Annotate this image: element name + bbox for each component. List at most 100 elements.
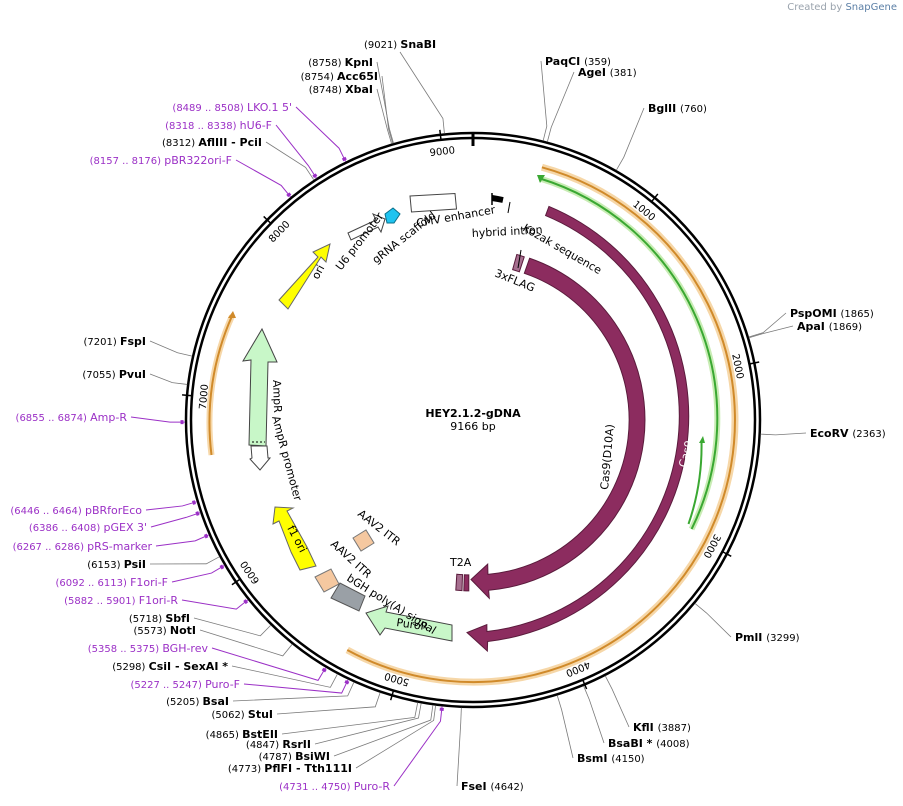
site-label-kpni[interactable]: (8758) KpnI — [308, 56, 373, 69]
site-label-bglii[interactable]: BglII (760) — [648, 102, 707, 115]
site-label-snabi[interactable]: (9021) SnaBI — [364, 38, 436, 51]
ampr-feature[interactable] — [242, 327, 278, 447]
primer-position: (6267 .. 6286) — [13, 542, 88, 553]
primer-name: BGH-rev — [162, 642, 208, 655]
cas9-d10a-feature[interactable] — [470, 257, 646, 600]
aav2-itr-feature-lower[interactable] — [314, 568, 340, 593]
tick-mark — [650, 193, 659, 203]
primer-label-pgex-3[interactable]: (6386 .. 6408) pGEX 3' — [29, 521, 147, 534]
primer-label-bgh-rev[interactable]: (5358 .. 5375) BGH-rev — [88, 642, 209, 655]
site-label-apai[interactable]: ApaI (1869) — [797, 320, 862, 333]
primer-leader-line — [295, 106, 347, 162]
primer-leader-line — [155, 534, 210, 547]
site-label-pspomi[interactable]: PspOMI (1865) — [790, 307, 874, 320]
site-leader-line — [748, 312, 787, 338]
site-name: BsaBI * — [608, 737, 656, 750]
site-label-pflfi-tth111i[interactable]: (4773) PflFI - Tth111I — [228, 762, 352, 775]
primer-position: (6446 .. 6464) — [10, 506, 85, 517]
tick-mark — [182, 394, 193, 397]
site-position: (3887) — [658, 723, 691, 734]
site-label-pmli[interactable]: PmlI (3299) — [735, 631, 800, 644]
primer-leader-line — [145, 501, 197, 511]
bgh-polya-feature[interactable] — [330, 582, 366, 612]
site-label-fspi[interactable]: (7201) FspI — [84, 335, 146, 348]
site-name: AgeI — [578, 66, 610, 79]
tick-label: 9000 — [429, 145, 456, 159]
site-label-bsmi[interactable]: BsmI (4150) — [577, 752, 645, 765]
site-label-fsei[interactable]: FseI (4642) — [461, 780, 524, 793]
orf-ampr-line — [208, 315, 233, 456]
label-ori: ori — [309, 263, 327, 282]
primer-label-puro-r[interactable]: (4731 .. 4750) Puro-R — [279, 780, 390, 793]
f1-ori-feature[interactable] — [272, 506, 317, 571]
site-position: (4865) — [206, 730, 242, 741]
3xflag-mark — [517, 249, 522, 269]
site-label-rsrii[interactable]: (4847) RsrII — [246, 738, 311, 751]
tick-mark — [749, 361, 760, 365]
primer-position: (5882 .. 5901) — [64, 596, 139, 607]
site-name: PvuI — [119, 368, 146, 381]
primer-label-f1ori-r[interactable]: (5882 .. 5901) F1ori-R — [64, 594, 178, 607]
primer-mark — [203, 533, 209, 539]
site-label-pvui[interactable]: (7055) PvuI — [82, 368, 146, 381]
primer-mark — [243, 599, 249, 605]
site-name: PspOMI — [790, 307, 841, 320]
primer-leader-line — [243, 679, 349, 694]
site-label-stui[interactable]: (5062) StuI — [211, 708, 273, 721]
u6-promoter-feature[interactable] — [347, 213, 386, 241]
primer-leader-line — [275, 124, 317, 179]
site-position: (4642) — [490, 782, 523, 793]
site-name: KpnI — [345, 56, 373, 69]
primer-label-hu6-f[interactable]: (8318 .. 8338) hU6-F — [165, 119, 272, 132]
site-label-agei[interactable]: AgeI (381) — [578, 66, 637, 79]
site-label-psii[interactable]: (6153) PsiI — [87, 558, 146, 571]
site-position: (3299) — [766, 633, 799, 644]
site-label-bsai[interactable]: (5205) BsaI — [166, 695, 229, 708]
site-label-ecorv[interactable]: EcoRV (2363) — [810, 427, 886, 440]
site-leader-line — [314, 703, 422, 745]
orf-green-inner-arrowhead — [699, 436, 705, 443]
orf-ampr-arrowhead — [228, 311, 236, 318]
primer-label-puro-f[interactable]: (5227 .. 5247) Puro-F — [130, 678, 240, 691]
grna-scaffold-feature[interactable] — [384, 207, 401, 224]
site-position: (4008) — [656, 739, 689, 750]
primer-position: (4731 .. 4750) — [279, 782, 354, 793]
primer-label-prs-marker[interactable]: (6267 .. 6286) pRS-marker — [13, 540, 153, 553]
site-label-bsteii[interactable]: (4865) BstEII — [206, 728, 278, 741]
site-label-acc65i[interactable]: (8754) Acc65I — [301, 70, 378, 83]
site-label-kfli[interactable]: KflI (3887) — [633, 721, 691, 734]
site-label-bsiwi[interactable]: (4787) BsiWI — [259, 750, 330, 763]
primer-label-amp-r[interactable]: (6855 .. 6874) Amp-R — [16, 411, 128, 424]
primer-name: pRS-marker — [87, 540, 152, 553]
primer-label-pbr322ori-f[interactable]: (8157 .. 8176) pBR322ori-F — [90, 154, 232, 167]
site-label-csii-sexai[interactable]: (5298) CsiI - SexAI * — [112, 660, 228, 673]
cas9-feature[interactable] — [466, 205, 690, 653]
site-leader-line — [276, 692, 381, 715]
hybrid-intron-feature[interactable] — [491, 195, 504, 203]
primer-label-f1ori-f[interactable]: (6092 .. 6113) F1ori-F — [55, 576, 168, 589]
site-label-bsabi[interactable]: BsaBI * (4008) — [608, 737, 690, 750]
puror-feature[interactable] — [365, 605, 453, 642]
ori-feature[interactable] — [278, 243, 331, 310]
site-label-sbfi[interactable]: (5718) SbfI — [129, 612, 190, 625]
t2a-feature[interactable] — [455, 573, 464, 592]
primer-label-pbrforeco[interactable]: (6446 .. 6464) pBRforEco — [10, 504, 142, 517]
primer-mark — [341, 156, 347, 162]
primer-leader-line — [235, 159, 292, 198]
site-position: (1865) — [841, 309, 874, 320]
ampr-promoter-feature[interactable] — [249, 445, 272, 471]
site-position: (5573) — [133, 626, 169, 637]
primer-label-lko-1-5[interactable]: (8489 .. 8508) LKO.1 5' — [172, 101, 292, 114]
primer-name: F1ori-R — [139, 594, 179, 607]
site-label-afliii-pcii[interactable]: (8312) AflIII - PciI — [162, 136, 262, 149]
aav2-itr-feature-upper[interactable] — [352, 529, 375, 552]
primer-name: LKO.1 5' — [247, 101, 292, 114]
site-label-xbai[interactable]: (8748) XbaI — [309, 83, 373, 96]
primer-mark — [321, 667, 327, 673]
site-label-paqci[interactable]: PaqCI (359) — [545, 55, 611, 68]
site-leader-line — [381, 75, 394, 144]
site-leader-line — [355, 705, 436, 769]
cmv-enhancer-feature[interactable] — [409, 192, 458, 213]
label-ampr: AmpR — [270, 380, 284, 414]
site-label-noti[interactable]: (5573) NotI — [133, 624, 196, 637]
